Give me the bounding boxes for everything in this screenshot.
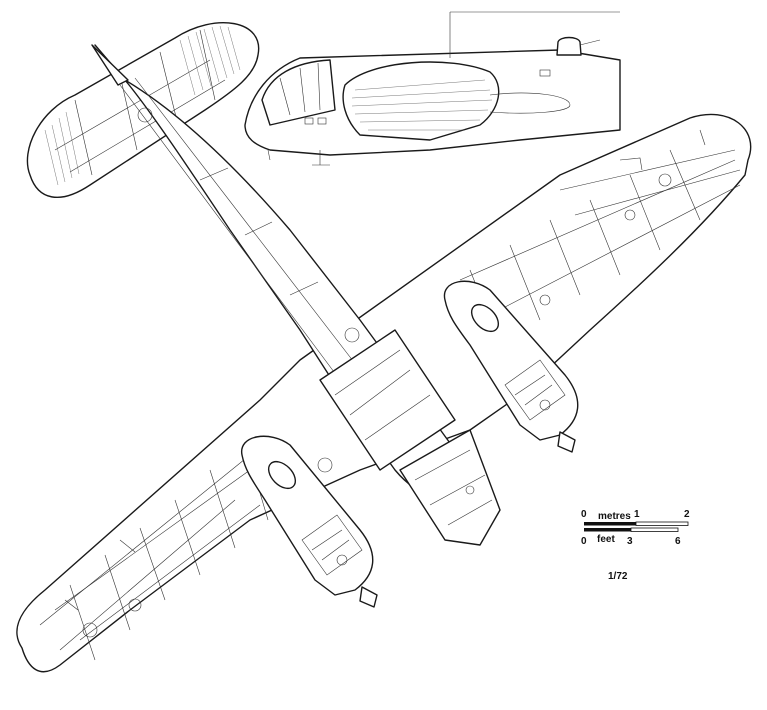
scale-ratio: 1/72 — [608, 571, 628, 582]
scale-metres-bar-open — [635, 521, 689, 526]
scale-metres-tick-1: 1 — [634, 509, 640, 520]
scale-feet-tick-6: 6 — [675, 536, 681, 547]
left-engine-nacelle — [241, 435, 378, 608]
tailplane — [26, 22, 260, 199]
side-view-inset — [244, 11, 621, 166]
scale-feet-tick-3: 3 — [627, 536, 633, 547]
scale-feet-tick-0: 0 — [581, 536, 587, 547]
scale-feet-bar-open — [630, 527, 679, 532]
scale-bar: 0 metres 1 2 0 feet 3 6 1/72 — [581, 509, 690, 582]
scale-metres-tick-0: 0 — [581, 509, 587, 520]
dorsal-turret-icon — [556, 36, 582, 56]
nose-section — [399, 429, 501, 546]
scale-metres-bar-solid — [584, 522, 636, 526]
scale-metres-tick-2: 2 — [684, 509, 690, 520]
right-propeller-hub-icon — [557, 431, 576, 453]
tail-roundel-icon — [137, 107, 153, 123]
scale-metres-caption: metres — [598, 511, 631, 522]
tailplane-hatching — [44, 25, 241, 186]
left-wing-panel-lines — [54, 441, 269, 661]
right-engine-nacelle — [443, 280, 579, 453]
left-propeller-hub-icon — [359, 586, 378, 608]
wing-inspection-circles — [82, 173, 672, 638]
scale-feet-caption: feet — [597, 534, 615, 545]
fuselage-roundel-icon — [344, 327, 360, 343]
scale-feet-bar-solid — [584, 528, 631, 532]
